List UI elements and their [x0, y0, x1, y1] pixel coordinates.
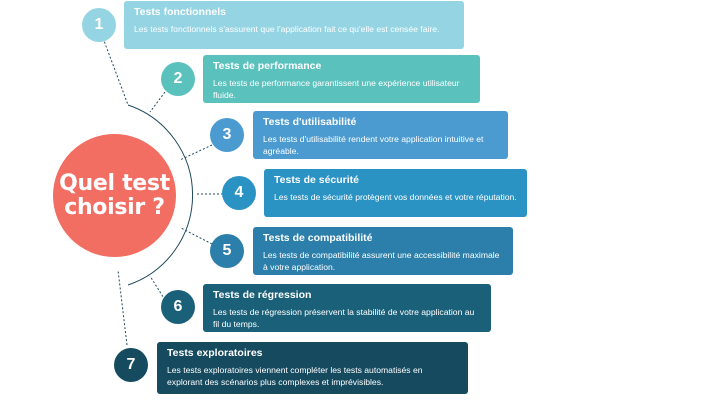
step-card-4: Tests de sécurité Les tests de sécurité … [264, 169, 527, 217]
step-number-3: 3 [210, 118, 244, 152]
step-number-text: 2 [173, 70, 183, 87]
connector-3 [179, 144, 213, 161]
step-number-2: 2 [161, 62, 195, 96]
step-number-5: 5 [210, 234, 244, 268]
step-card-1: Tests fonctionnels Les tests fonctionnel… [124, 1, 464, 49]
connector-7 [117, 269, 128, 346]
connector-6 [149, 275, 166, 301]
center-label: Quel test choisir ? [59, 170, 170, 220]
step-card-5: Tests de compatibilité Les tests de comp… [253, 227, 513, 275]
step-title: Tests de régression [213, 289, 312, 301]
step-title: Tests de compatibilité [263, 232, 373, 244]
step-card-7: Tests exploratoires Les tests exploratoi… [157, 342, 468, 394]
step-title: Tests exploratoires [167, 347, 263, 359]
step-description: Les tests de performance garantissent un… [213, 78, 460, 100]
step-number-text: 1 [94, 16, 104, 33]
step-number-text: 6 [173, 298, 183, 315]
connector-arc [127, 104, 194, 286]
step-number-7: 7 [114, 348, 148, 382]
step-description: Les tests de régression préservent la st… [213, 307, 475, 329]
step-card-6: Tests de régression Les tests de régress… [203, 284, 491, 332]
step-number-4: 4 [222, 176, 256, 210]
step-number-text: 4 [234, 184, 244, 201]
step-card-2: Tests de performance Les tests de perfor… [203, 55, 480, 103]
connector-2 [149, 91, 166, 113]
step-card-3: Tests d'utilisabilité Les tests d'utilis… [253, 111, 508, 159]
step-description: Les tests d'utilisabilité rendent votre … [263, 134, 484, 156]
step-number-text: 7 [126, 356, 136, 373]
step-number-1: 1 [82, 8, 116, 42]
step-title: Tests d'utilisabilité [263, 116, 357, 128]
step-description: Les tests fonctionnels s'assurent que l'… [134, 24, 440, 34]
step-number-6: 6 [161, 290, 195, 324]
center-circle: Quel test choisir ? [53, 134, 176, 257]
step-title: Tests fonctionnels [134, 6, 226, 18]
step-number-text: 5 [222, 242, 232, 259]
step-description: Les tests de sécurité protègent vos donn… [274, 192, 517, 202]
step-description: Les tests de compatibilité assurent une … [263, 250, 500, 272]
step-title: Tests de performance [213, 60, 322, 72]
step-title: Tests de sécurité [274, 174, 360, 186]
step-description: Les tests exploratoires viennent complét… [167, 365, 423, 387]
step-number-text: 3 [222, 126, 232, 143]
connector-5 [180, 227, 213, 245]
